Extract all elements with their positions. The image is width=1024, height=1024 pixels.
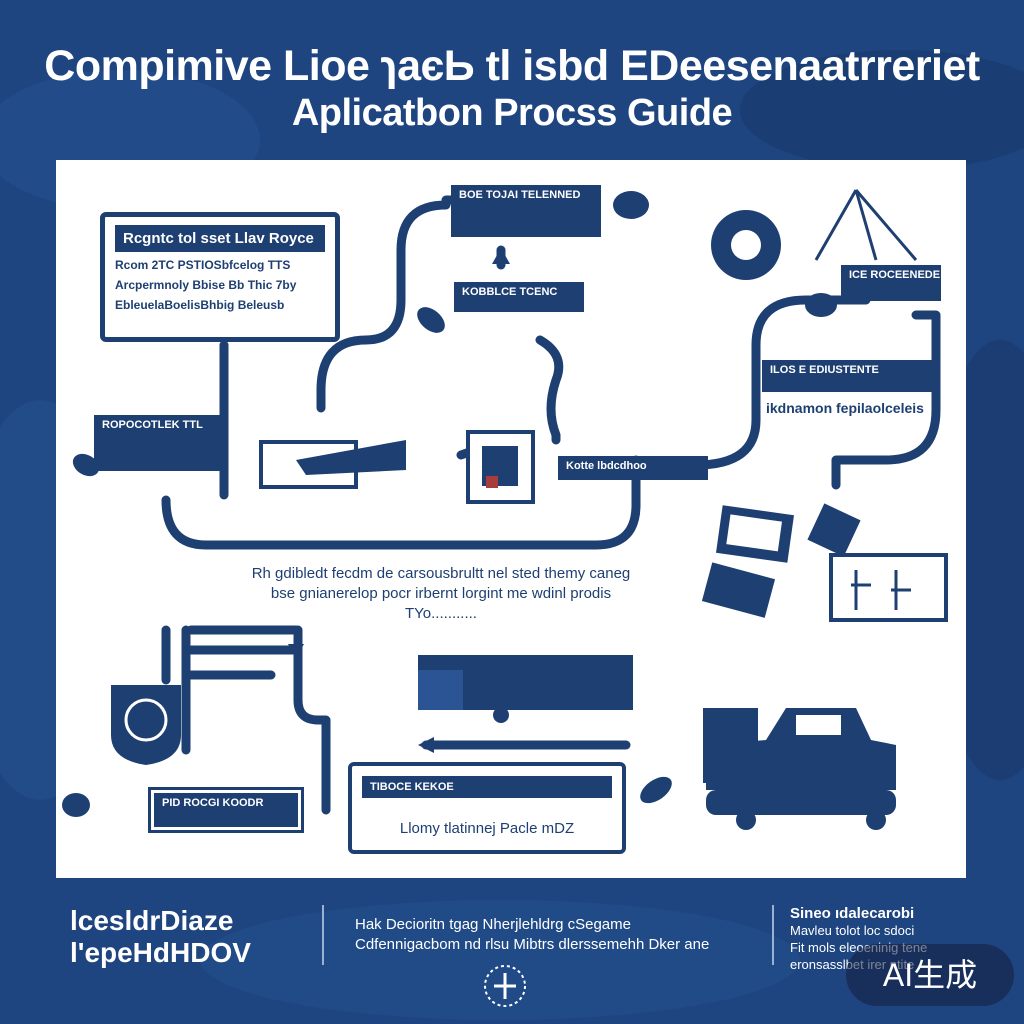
footer-left-line: lcesldrDiaze [70,905,234,936]
ai-generated-badge: AI生成 [846,944,1014,1006]
globe-illustration [111,685,181,765]
board-illustration [829,553,948,622]
step-card-heading: Rcgntc tol sset Llav Royce [115,225,325,252]
center-picture-illustration [466,430,535,504]
tent-illustration [814,189,918,261]
car-illustration [703,708,896,830]
person-illustration [711,210,781,280]
pointer-illustrations [62,191,837,817]
footer-center-line: Cdfennigacbom nd rlsu Mibtrs dlerssemehh… [355,936,710,953]
step-card-line: Arcpermnoly Bbise Bb Thic 7by [115,278,297,292]
description-block: Rh gdibledt fecdm de carsousbrultt nel s… [216,564,666,624]
footer-divider [322,905,324,965]
step-card-line: EbleuelaBoelisBhbig Beleusb [115,298,285,312]
footer-right-line: Mavleu tolot loc sdoci [790,923,915,938]
documents-illustration [701,503,861,618]
description-line: bse gnianerelop pocr irbernt lorgint me … [270,585,612,602]
step-card-heading: TIBOCE KEKOE [362,776,612,798]
description-line: TYo........... [405,605,477,622]
step-label-left: ROPOCOTLEK TTL [94,415,220,471]
hand-device-illustration [259,440,406,489]
step-card-line: Rcom 2TC PSTIOSbfcelog TTS [115,258,291,272]
footer-left: lcesldrDiaze l'epeHdHDOV [70,905,251,969]
footer-center-line: Hak Decioritn tgag Nherjlehldrg cSegame [355,916,631,933]
step-card-bottom-center: TIBOCE KEKOE Llomy tlatinnej Pacle mDZ [348,762,626,854]
footer-divider [772,905,774,965]
step-label-right-mid: ILOS E EDIUSTENTE [762,360,934,392]
step-label-center: KOBBLCE TCENC [454,282,584,312]
footer-center: Hak Decioritn tgag Nherjlehldrg cSegame … [355,915,710,1007]
page-title-line1: Compimive Lioe ɿaєЬ tl isbd EDeesenaatrr… [44,42,980,90]
step-card-caption: Llomy tlatinnej Pacle mDZ [399,820,575,837]
diagram-panel: Rcgntc tol sset Llav Royce Rcom 2TC PSTI… [56,160,966,878]
truck-illustration [418,655,633,723]
step-label-bottom-left: PID ROCGI KOODR [148,787,304,833]
page-title-line2: Aplicatbon Procss Guide [291,92,733,134]
compass-icon [484,965,526,1007]
step-label-top-center: BOE TOJAI TELENNED [451,185,601,237]
description-line: Rh gdibledt fecdm de carsousbrultt nel s… [251,565,631,582]
footer-right-heading: Sineo ıdalecarobi [790,905,915,922]
step-label-right-top: ICE ROCEENEDE [841,265,941,301]
step-card-top-left: Rcgntc tol sset Llav Royce Rcom 2TC PSTI… [100,212,340,342]
footer-left-line: l'epeHdHDOV [70,937,251,968]
step-caption-right: ikdnamon fepilaolceleis [766,400,924,416]
step-label-center-bar: Kotte lbdcdhoo [558,456,708,480]
